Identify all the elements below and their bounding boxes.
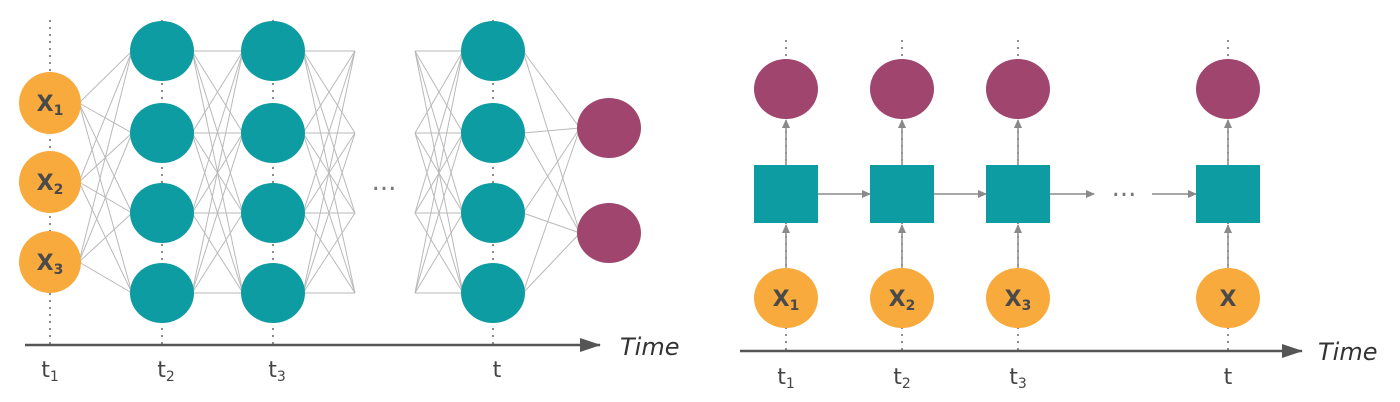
output-node — [870, 59, 934, 119]
connection-line — [302, 50, 356, 294]
connection-line — [191, 212, 244, 294]
connection-line — [78, 132, 133, 263]
input-node — [754, 268, 818, 328]
input-node-label: X — [1220, 287, 1237, 312]
output-node — [577, 203, 641, 263]
connection-line — [191, 50, 244, 294]
hidden-node — [461, 103, 525, 163]
recurrent-network: ... X1 X2 X3 X Time t1 t2 t3 t — [740, 40, 1377, 392]
hidden-state-box — [754, 165, 818, 223]
time-tick-label: t1 — [41, 358, 59, 385]
connection-line — [302, 212, 356, 294]
connection-line — [414, 132, 464, 294]
input-node-label: X1 — [37, 92, 64, 119]
hidden-node — [241, 103, 305, 163]
feedforward-network: Time t1 t2 t3 t X1X2X3... — [19, 20, 679, 385]
connection-line — [414, 50, 464, 294]
hidden-state-box — [870, 165, 934, 223]
input-node — [986, 268, 1050, 328]
connection-line — [78, 261, 133, 294]
connection-line — [522, 50, 581, 234]
time-tick-label: t3 — [1009, 365, 1027, 392]
ellipsis: ... — [1112, 173, 1137, 203]
hidden-node — [241, 21, 305, 81]
time-tick-label: t3 — [268, 358, 286, 385]
input-node-label: X3 — [37, 251, 64, 278]
input-node-label: X2 — [37, 171, 64, 198]
hidden-state-box — [986, 165, 1050, 223]
input-node — [19, 151, 81, 213]
connection-line — [78, 212, 133, 263]
hidden-node — [461, 21, 525, 81]
input-node — [19, 231, 81, 293]
hidden-node — [130, 21, 194, 81]
connection-line — [522, 127, 581, 214]
hidden-state-box — [1196, 165, 1260, 223]
input-node — [19, 72, 81, 134]
time-tick-label: t1 — [777, 365, 795, 392]
time-tick-label: t2 — [157, 358, 175, 385]
connection-line — [302, 50, 356, 134]
axis-label-time: Time — [1318, 338, 1377, 366]
hidden-node — [461, 183, 525, 243]
output-node — [1196, 59, 1260, 119]
hidden-node — [130, 103, 194, 163]
hidden-node — [241, 263, 305, 323]
connection-line — [522, 232, 581, 294]
input-node — [870, 268, 934, 328]
axis-label-time: Time — [620, 333, 679, 361]
connection-lines — [78, 50, 581, 294]
ellipsis: ... — [372, 167, 397, 197]
connection-line — [414, 50, 464, 134]
time-tick-label: t2 — [893, 365, 911, 392]
connection-line — [191, 50, 244, 214]
connection-line — [522, 127, 581, 294]
connection-line — [78, 50, 133, 263]
connection-line — [414, 50, 464, 214]
connection-line — [191, 50, 244, 134]
connection-line — [522, 212, 581, 234]
connection-line — [522, 50, 581, 129]
hidden-node — [130, 183, 194, 243]
output-node — [577, 98, 641, 158]
output-node — [986, 59, 1050, 119]
connection-line — [302, 50, 356, 214]
connection-line — [522, 132, 581, 234]
input-node-label: X2 — [889, 287, 916, 314]
connection-line — [522, 127, 581, 134]
connection-line — [78, 50, 133, 183]
connection-line — [78, 50, 133, 104]
hidden-node — [130, 263, 194, 323]
connection-line — [191, 132, 244, 294]
output-node — [754, 59, 818, 119]
hidden-node — [461, 263, 525, 323]
hidden-node — [241, 183, 305, 243]
connection-line — [302, 132, 356, 294]
time-tick-label: t — [1224, 365, 1233, 390]
connection-line — [414, 212, 464, 294]
time-tick-label: t — [493, 358, 502, 383]
input-node-label: X3 — [1005, 287, 1032, 314]
input-node — [1196, 268, 1260, 328]
connection-line — [78, 102, 133, 134]
input-node-label: X1 — [773, 287, 800, 314]
